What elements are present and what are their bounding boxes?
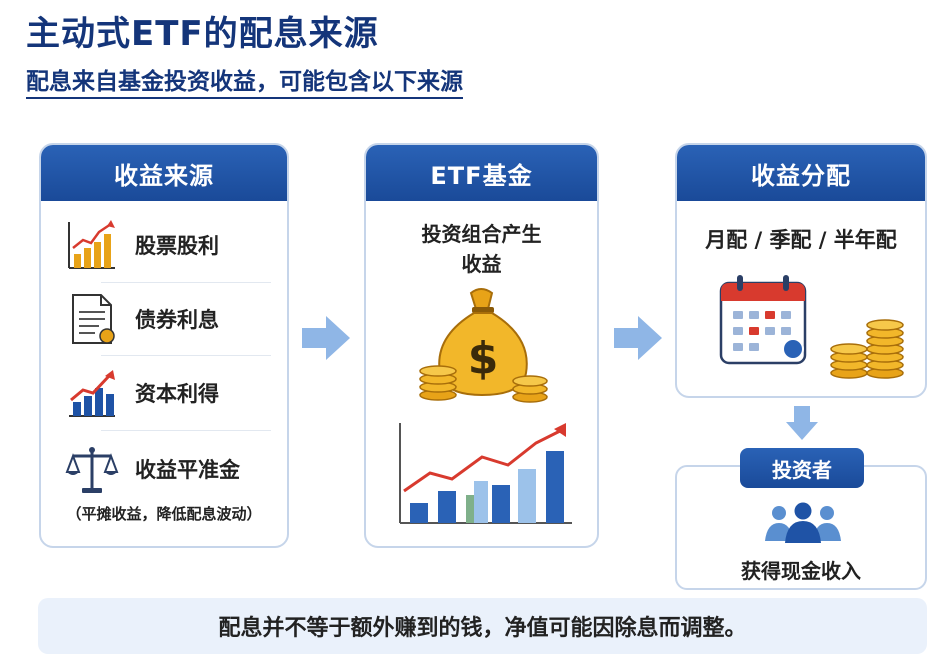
calendar-icon [719, 275, 807, 365]
source-item-bond-interest: 债券利息 [65, 291, 271, 347]
etf-fund-header: ETF基金 [366, 145, 597, 201]
flow-arrow-right-icon [614, 316, 662, 360]
equalization-note: （平摊收益，降低配息波动） [66, 505, 262, 523]
growth-chart-icon [69, 370, 115, 417]
bar-chart-up-icon [68, 220, 115, 269]
source-item-capital-gains: 资本利得 [65, 365, 271, 421]
people-group-icon [765, 502, 841, 543]
investor-income-text: 获得现金收入 [741, 559, 861, 583]
etf-description: 投资组合产生 收益 [366, 219, 597, 279]
divider [101, 430, 271, 431]
investor-badge: 投资者 [740, 448, 864, 488]
etf-fund-card: ETF基金 投资组合产生 收益 $ [364, 143, 599, 548]
flow-arrow-down-icon [786, 406, 818, 440]
source-label: 债券利息 [135, 308, 219, 332]
document-icon [72, 294, 115, 344]
investor-card: 获得现金收入 [675, 465, 927, 590]
income-sources-header: 收益来源 [41, 145, 287, 201]
source-label: 资本利得 [135, 382, 219, 406]
page-title: 主动式ETF的配息来源 [26, 14, 379, 54]
balance-scale-icon [65, 447, 119, 493]
etf-text-line2: 收益 [461, 252, 502, 276]
source-label: 股票股利 [135, 234, 219, 258]
income-distribution-header: 收益分配 [677, 145, 925, 201]
divider [101, 355, 271, 356]
rising-bar-chart-icon [399, 423, 572, 524]
page-subtitle: 配息来自基金投资收益，可能包含以下来源 [26, 62, 463, 99]
svg-text:$: $ [468, 333, 499, 384]
source-item-equalization: 收益平准金 [65, 441, 271, 497]
source-item-stock-dividend: 股票股利 [65, 217, 271, 273]
income-distribution-card: 收益分配 月配 / 季配 / 半年配 [675, 143, 927, 398]
money-bag-icon: $ [419, 288, 548, 403]
distribution-frequency: 月配 / 季配 / 半年配 [705, 228, 897, 252]
divider [101, 282, 271, 283]
etf-text-line1: 投资组合产生 [421, 222, 542, 246]
coin-stack-icon [830, 319, 904, 379]
flow-arrow-right-icon [302, 316, 350, 360]
disclaimer-footer: 配息并不等于额外赚到的钱，净值可能因除息而调整。 [38, 598, 927, 654]
income-sources-card: 收益来源 股票股利 [39, 143, 289, 548]
source-label: 收益平准金 [135, 458, 240, 482]
